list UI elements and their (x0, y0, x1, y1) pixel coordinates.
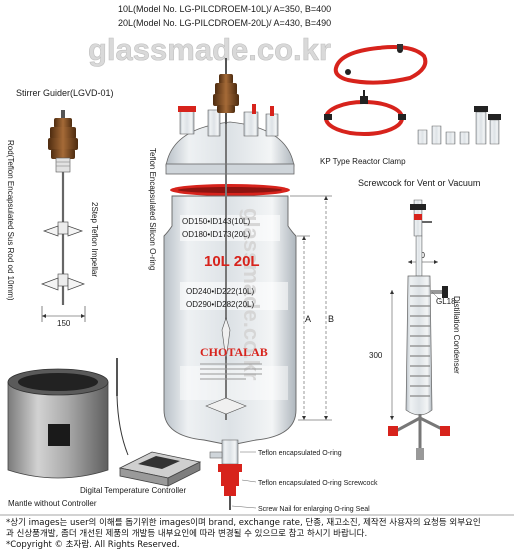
reactor-lid-icon (165, 104, 295, 175)
brand-label: CHOTALAB (200, 345, 268, 359)
kp-clamp-closed-icon (324, 90, 406, 136)
controller-label: Digital Temperature Controller (80, 486, 186, 495)
reactor-clamp-ring-icon (170, 184, 290, 196)
impeller-label: 2Step Teflon Impellar (90, 202, 99, 277)
header-line-1: 10L(Model No. LG-PILCDROEM-10L)/ A=350, … (118, 4, 331, 14)
mantle-label: Mantle without Controller (8, 499, 97, 508)
rod-label: Rod(Teflon Encapsulated Sus Rod od 10mm) (6, 140, 15, 301)
temperature-probe-icon (116, 358, 129, 456)
kp-clamp-label: KP Type Reactor Clamp (320, 157, 406, 166)
reactor-stirrer-guider-icon (213, 58, 239, 124)
header-line-2: 20L(Model No. LG-PILCDROEM-20L)/ A=430, … (118, 18, 331, 28)
screwcock-icon (410, 199, 432, 237)
bottom-valve-icon (209, 439, 242, 510)
reactor-vessel-icon (163, 195, 297, 445)
stirrer-guider-icon (48, 110, 78, 173)
teflon-oring-label: Teflon encapsulated O-ring (258, 450, 342, 457)
dimension-b-line (290, 195, 332, 421)
brand-plate-text-lines (200, 363, 262, 380)
condenser-joint-label: GL18 (436, 297, 456, 306)
impeller-icon (41, 221, 85, 291)
dimension-a-line (297, 235, 310, 421)
heating-mantle-icon (7, 368, 109, 479)
condenser-label: Distillation Condenser (452, 296, 461, 374)
dimension-b-label: B (328, 314, 334, 324)
teflon-screwcock-label: Teflon encapsulated O-ring Screwcock (258, 480, 378, 487)
footer-note-line-2: 과 신상품개발, 좀더 개선된 제품의 개발등 내부요인에 따라 변경될 수 있… (6, 529, 368, 539)
screwcock-label: Screwcock for Vent or Vacuum (358, 178, 480, 188)
watermark-horizontal: glassmade.co.kr (88, 32, 331, 67)
screw-nail-label: Screw Nail for enlarging O-ring Seal (258, 506, 370, 513)
stirrer-guider-label: Stirrer Guider(LGVD-01) (16, 88, 114, 98)
od-20l-top-label: OD180•ID173(20L) (182, 230, 251, 239)
watermark-vertical: glassmade.co.kr (239, 208, 264, 381)
condenser-width-dimension (408, 260, 438, 264)
silicon-oring-label: Teflon Encapsulated Silicon O-ring (148, 148, 157, 270)
volume-label: 10L 20L (204, 253, 260, 270)
condenser-height-label: 300 (369, 351, 383, 360)
condenser-icon (388, 235, 450, 460)
od-20l-bottom-label: OD290•ID282(20L) (186, 300, 255, 309)
temperature-controller-icon (118, 451, 202, 487)
footer-note-line-1: *상기 images는 user의 이해를 돕기위한 images이며 bran… (6, 518, 481, 528)
footer-copyright: *Copyright © 초자람. All Rights Reserved. (6, 540, 180, 550)
impeller-width-dimension (41, 306, 86, 322)
condenser-height-dimension (390, 290, 394, 420)
impeller-width-label: 150 (57, 319, 71, 328)
reactor-shaft-icon (205, 124, 247, 420)
kp-clamp-open-icon (333, 44, 428, 85)
od-10l-bottom-label: OD240•ID222(10L) (186, 287, 255, 296)
od-10l-top-label: OD150•ID143(10L) (182, 217, 251, 226)
small-fittings-icon (417, 106, 501, 145)
dimension-a-label: A (305, 314, 311, 324)
